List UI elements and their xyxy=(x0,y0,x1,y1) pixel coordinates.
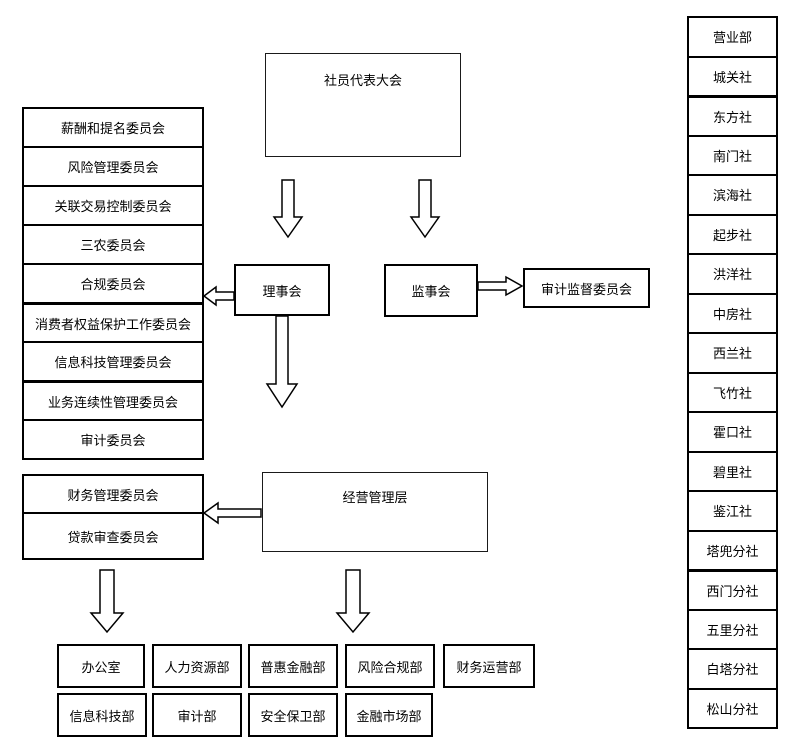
branch-item: 鉴江社 xyxy=(687,490,778,532)
branch-item: 中房社 xyxy=(687,292,778,334)
department-box: 普惠金融部 xyxy=(248,644,338,688)
branch-item: 白塔分社 xyxy=(687,648,778,690)
branch-item: 洪洋社 xyxy=(687,253,778,295)
management-committee-list: 财务管理委员会 贷款审查委员会 xyxy=(22,474,204,560)
board-committee-item: 风险管理委员会 xyxy=(22,146,204,187)
branch-item: 南门社 xyxy=(687,134,778,176)
branch-item: 霍口社 xyxy=(687,411,778,453)
branch-item: 松山分社 xyxy=(687,687,778,729)
department-box: 安全保卫部 xyxy=(248,693,338,737)
branch-item: 西门分社 xyxy=(687,569,778,611)
board-committee-item: 合规委员会 xyxy=(22,263,204,304)
board-committee-item: 消费者权益保护工作委员会 xyxy=(22,302,204,343)
branch-item: 西兰社 xyxy=(687,332,778,374)
branch-item: 城关社 xyxy=(687,55,778,97)
management-committee-item: 贷款审查委员会 xyxy=(22,512,204,560)
department-box: 财务运营部 xyxy=(443,644,535,688)
down-arrow-management-to-departments-icon xyxy=(335,569,371,634)
board-committee-item: 业务连续性管理委员会 xyxy=(22,380,204,421)
management-box: 经营管理层 xyxy=(262,472,488,552)
down-arrow-assembly-to-supervisors-icon xyxy=(409,179,441,239)
down-arrow-assembly-to-board-icon xyxy=(272,179,304,239)
board-box: 理事会 xyxy=(234,264,330,316)
board-committee-item: 三农委员会 xyxy=(22,224,204,265)
branch-item: 五里分社 xyxy=(687,608,778,650)
branch-item: 营业部 xyxy=(687,16,778,58)
department-box: 审计部 xyxy=(152,693,242,737)
board-committee-item: 关联交易控制委员会 xyxy=(22,185,204,226)
branch-item: 塔兜分社 xyxy=(687,529,778,571)
department-box: 信息科技部 xyxy=(57,693,147,737)
board-committee-item: 信息科技管理委员会 xyxy=(22,341,204,382)
management-committee-item: 财务管理委员会 xyxy=(22,474,204,514)
branch-item: 飞竹社 xyxy=(687,371,778,413)
board-committee-item: 薪酬和提名委员会 xyxy=(22,107,204,148)
branch-item: 碧里社 xyxy=(687,450,778,492)
branch-item: 东方社 xyxy=(687,95,778,137)
right-arrow-supervisors-to-audit-icon xyxy=(477,275,524,297)
left-arrow-management-to-fin-committees-icon xyxy=(202,501,262,525)
supervisors-box: 监事会 xyxy=(384,264,478,317)
department-box: 风险合规部 xyxy=(345,644,435,688)
department-box: 人力资源部 xyxy=(152,644,242,688)
down-arrow-fin-to-departments-icon xyxy=(89,569,125,634)
board-committee-list: 薪酬和提名委员会 风险管理委员会 关联交易控制委员会 三农委员会 合规委员会 消… xyxy=(22,107,204,460)
department-box: 金融市场部 xyxy=(345,693,433,737)
audit-supervision-box: 审计监督委员会 xyxy=(523,268,650,308)
department-box: 办公室 xyxy=(57,644,145,688)
branch-item: 滨海社 xyxy=(687,174,778,216)
left-arrow-board-to-committees-icon xyxy=(202,285,235,307)
branch-list: 营业部 城关社 东方社 南门社 滨海社 起步社 洪洋社 中房社 西兰社 飞竹社 … xyxy=(687,16,778,729)
board-committee-item: 审计委员会 xyxy=(22,419,204,460)
branch-item: 起步社 xyxy=(687,213,778,255)
down-arrow-board-to-management-icon xyxy=(265,315,299,409)
assembly-box: 社员代表大会 xyxy=(265,53,461,157)
